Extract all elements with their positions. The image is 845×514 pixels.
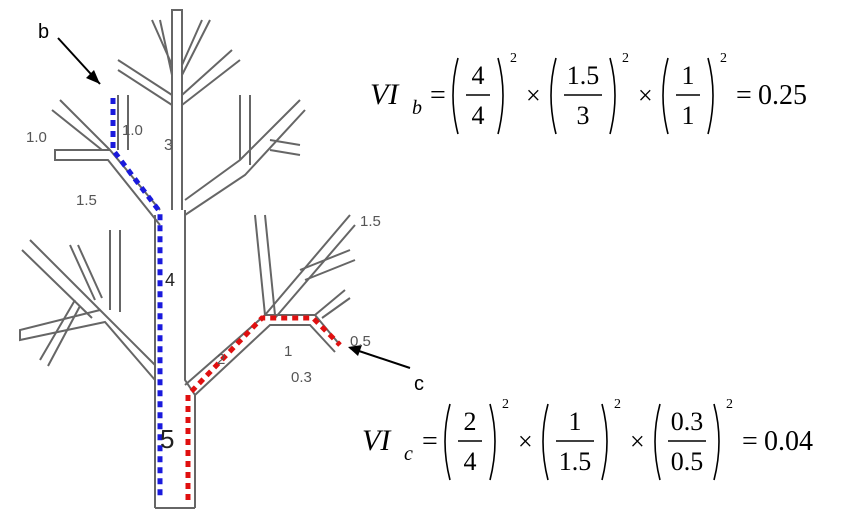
eq-b-frac3-num: 1 bbox=[682, 61, 695, 90]
equation-vi-c: VI c = 2 4 2 × 1 1.5 2 × 0.3 0.5 2 = 0.0… bbox=[362, 397, 813, 480]
eq-c-times1: × bbox=[518, 427, 533, 456]
eq-c-exp1: 2 bbox=[502, 397, 509, 412]
eq-b-frac2-num: 1.5 bbox=[567, 61, 600, 90]
eq-c-exp2: 2 bbox=[614, 397, 621, 412]
eq-c-subscript: c bbox=[404, 443, 413, 465]
eq-b-equals-result-sign: = bbox=[736, 80, 752, 111]
pointer-c: c bbox=[348, 345, 424, 395]
eq-b-frac1-den: 4 bbox=[472, 101, 485, 130]
eq-b-exp2: 2 bbox=[622, 51, 629, 66]
label-2: 2 bbox=[217, 351, 225, 368]
eq-c-frac1-num: 2 bbox=[464, 407, 477, 436]
label-5: 5 bbox=[160, 424, 174, 454]
label-0-5: 0.5 bbox=[350, 333, 371, 350]
eq-c-result: 0.04 bbox=[764, 426, 813, 457]
eq-c-equals-result-sign: = bbox=[742, 426, 758, 457]
pointer-b-label: b bbox=[38, 21, 49, 43]
eq-c-times2: × bbox=[630, 427, 645, 456]
eq-c-lhs: VI bbox=[362, 424, 392, 457]
eq-c-frac2-num: 1 bbox=[569, 407, 582, 436]
eq-c-frac3-den: 0.5 bbox=[671, 447, 704, 476]
label-3: 3 bbox=[164, 137, 173, 154]
label-1-0-left: 1.0 bbox=[26, 129, 47, 146]
eq-c-equals-sign: = bbox=[422, 426, 438, 457]
eq-b-frac1-num: 4 bbox=[472, 61, 485, 90]
label-1-5-right: 1.5 bbox=[360, 213, 381, 230]
eq-b-times1: × bbox=[526, 81, 541, 110]
eq-b-result: 0.25 bbox=[758, 80, 807, 111]
eq-b-times2: × bbox=[638, 81, 653, 110]
eq-c-frac3-num: 0.3 bbox=[671, 407, 704, 436]
eq-c-exp3: 2 bbox=[726, 397, 733, 412]
pointer-c-label: c bbox=[414, 373, 424, 395]
eq-b-lhs: VI bbox=[370, 78, 400, 111]
eq-b-frac2-den: 3 bbox=[577, 101, 590, 130]
label-1-0-right: 1.0 bbox=[122, 122, 143, 139]
eq-b-frac3-den: 1 bbox=[682, 101, 695, 130]
eq-b-exp3: 2 bbox=[720, 51, 727, 66]
eq-c-frac2-den: 1.5 bbox=[559, 447, 592, 476]
label-1: 1 bbox=[284, 343, 292, 360]
eq-c-frac1-den: 4 bbox=[464, 447, 477, 476]
label-1-5-left: 1.5 bbox=[76, 192, 97, 209]
eq-b-subscript: b bbox=[412, 97, 422, 119]
label-4: 4 bbox=[165, 270, 175, 290]
path-c-highlight bbox=[188, 318, 340, 500]
label-0-3: 0.3 bbox=[291, 369, 312, 386]
eq-b-exp1: 2 bbox=[510, 51, 517, 66]
eq-b-equals-sign: = bbox=[430, 80, 446, 111]
pointer-b: b bbox=[38, 21, 100, 84]
equation-vi-b: VI b = 4 4 2 × 1.5 3 2 × 1 1 2 = 0.25 bbox=[370, 51, 807, 134]
